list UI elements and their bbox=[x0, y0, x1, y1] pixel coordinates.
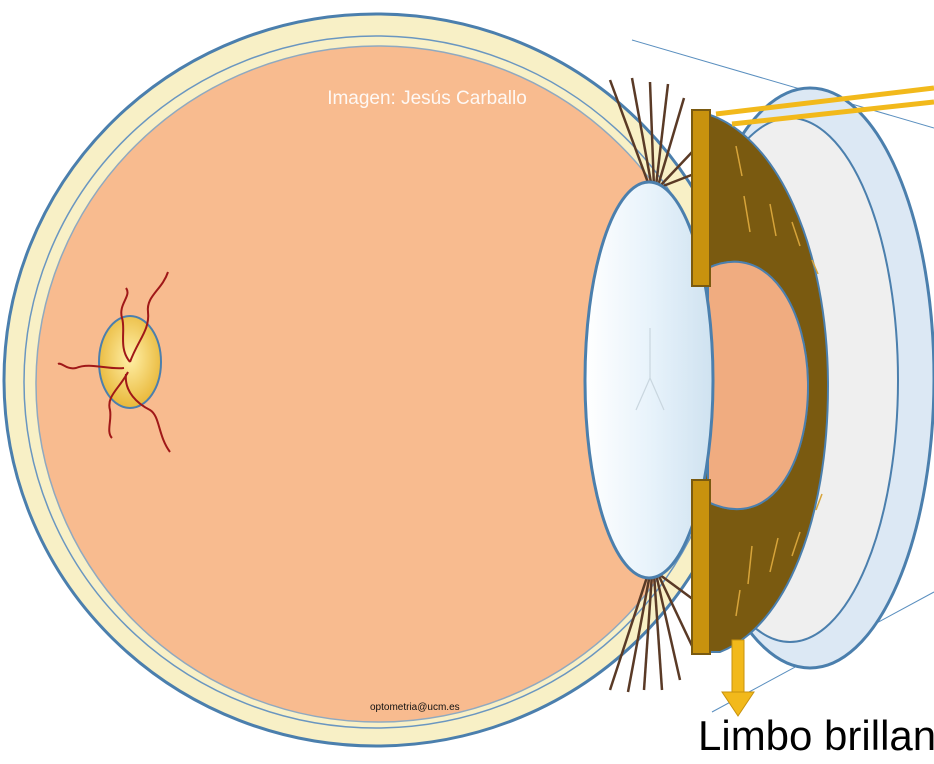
ciliary-block-bottom bbox=[692, 480, 710, 654]
diagram-label: Limbo brillante bbox=[698, 712, 934, 760]
ciliary-block-top bbox=[692, 110, 710, 286]
contact-email: optometria@ucm.es bbox=[370, 702, 460, 713]
down-arrow-icon bbox=[722, 640, 754, 716]
image-credit: Imagen: Jesús Carballo bbox=[292, 88, 562, 110]
